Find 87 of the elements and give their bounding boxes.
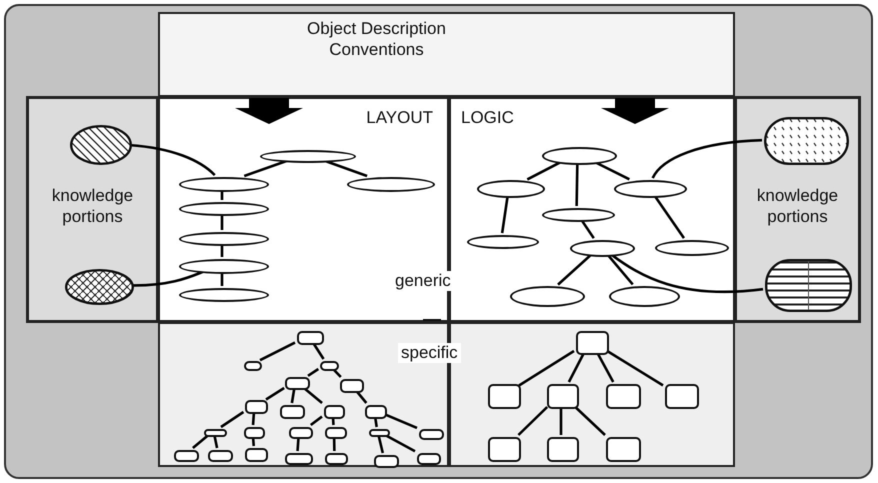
layout-panel <box>158 97 449 322</box>
rounded-box-node <box>285 453 313 465</box>
knowledge-panel <box>735 97 860 322</box>
block-arrow <box>235 96 303 124</box>
connector-line <box>580 219 595 239</box>
rounded-box-node <box>204 429 227 437</box>
connector-line <box>307 368 320 377</box>
rounded-box-node <box>285 377 310 390</box>
panel-label: LOGIC <box>461 107 514 128</box>
connector-line <box>526 160 562 181</box>
rounded-box-node <box>245 400 268 414</box>
connector-line <box>575 162 579 206</box>
connector-line <box>332 416 335 426</box>
rounded-box-node <box>419 429 444 440</box>
rounded-box-node <box>365 405 387 419</box>
connector-line <box>606 350 664 386</box>
logic-panel <box>449 97 735 322</box>
connector-line <box>303 387 323 404</box>
rounded-box-node <box>417 453 441 465</box>
connector-line <box>332 436 336 452</box>
connector-line <box>252 412 256 426</box>
connector-line <box>594 160 630 180</box>
connector-line <box>518 406 548 436</box>
connector-line <box>220 410 244 428</box>
connector-line <box>220 272 224 286</box>
panel-label: LAYOUT <box>366 107 433 128</box>
rounded-box-node <box>320 361 339 371</box>
connector-line <box>332 368 342 378</box>
block-arrow <box>601 96 669 124</box>
rounded-box-node <box>297 331 324 345</box>
curved-connector <box>652 138 762 179</box>
connector-line <box>518 350 575 387</box>
connector-line <box>213 434 218 448</box>
curved-connector <box>132 270 205 287</box>
rounded-box-node <box>547 384 579 409</box>
connector-line <box>192 434 210 449</box>
rounded-box-node <box>289 427 313 439</box>
curved-connector <box>130 144 216 176</box>
rounded-box-node <box>244 361 262 371</box>
connector-line <box>384 434 416 452</box>
connector-line <box>557 254 592 286</box>
connector-line <box>596 352 614 383</box>
rounded-box-node <box>606 384 641 409</box>
connector-line <box>355 390 368 404</box>
rounded-box-node <box>325 427 347 439</box>
connector-line <box>560 407 562 435</box>
rounded-box-node <box>208 450 233 462</box>
connector-line <box>252 436 256 446</box>
knowledge-panel <box>27 97 158 322</box>
connector-line <box>384 413 418 430</box>
ellipse-node <box>609 286 680 307</box>
rounded-box-node <box>245 448 268 462</box>
connector-line <box>290 388 296 404</box>
rounded-box-node <box>244 427 265 439</box>
panel-label: knowledge portions <box>50 185 134 227</box>
connector-line <box>265 386 285 401</box>
connector-line <box>244 159 288 178</box>
rounded-box-node <box>280 405 305 419</box>
rounded-box-node <box>547 437 579 462</box>
connector-line <box>654 195 686 239</box>
rounded-box-node <box>325 453 348 465</box>
connector-line <box>220 244 224 257</box>
rounded-box-node <box>606 437 641 462</box>
title-panel <box>158 12 735 97</box>
rounded-box-node <box>324 405 345 419</box>
title-text: Object Description Conventions <box>306 18 447 60</box>
connector-line <box>500 196 509 234</box>
rounded-box-node <box>576 331 609 355</box>
connector-line <box>220 190 224 200</box>
panel-label: knowledge portions <box>756 185 840 227</box>
rounded-box-node <box>340 379 364 393</box>
rounded-box-node <box>369 429 390 437</box>
rounded-box-node <box>374 455 399 468</box>
connector-line <box>568 352 586 383</box>
connector-line <box>374 416 378 428</box>
level-label: specific <box>398 343 461 363</box>
connector-line <box>377 434 384 454</box>
rounded-box-node <box>665 384 699 409</box>
connector-line <box>310 416 323 426</box>
connector-line <box>574 406 606 436</box>
connector-line <box>259 341 296 362</box>
rounded-box-node <box>488 437 521 462</box>
connector-line <box>312 342 325 360</box>
connector-line <box>296 436 300 452</box>
rounded-box-node <box>174 450 199 462</box>
connector-line <box>220 214 224 230</box>
rounded-box-node <box>488 384 521 409</box>
